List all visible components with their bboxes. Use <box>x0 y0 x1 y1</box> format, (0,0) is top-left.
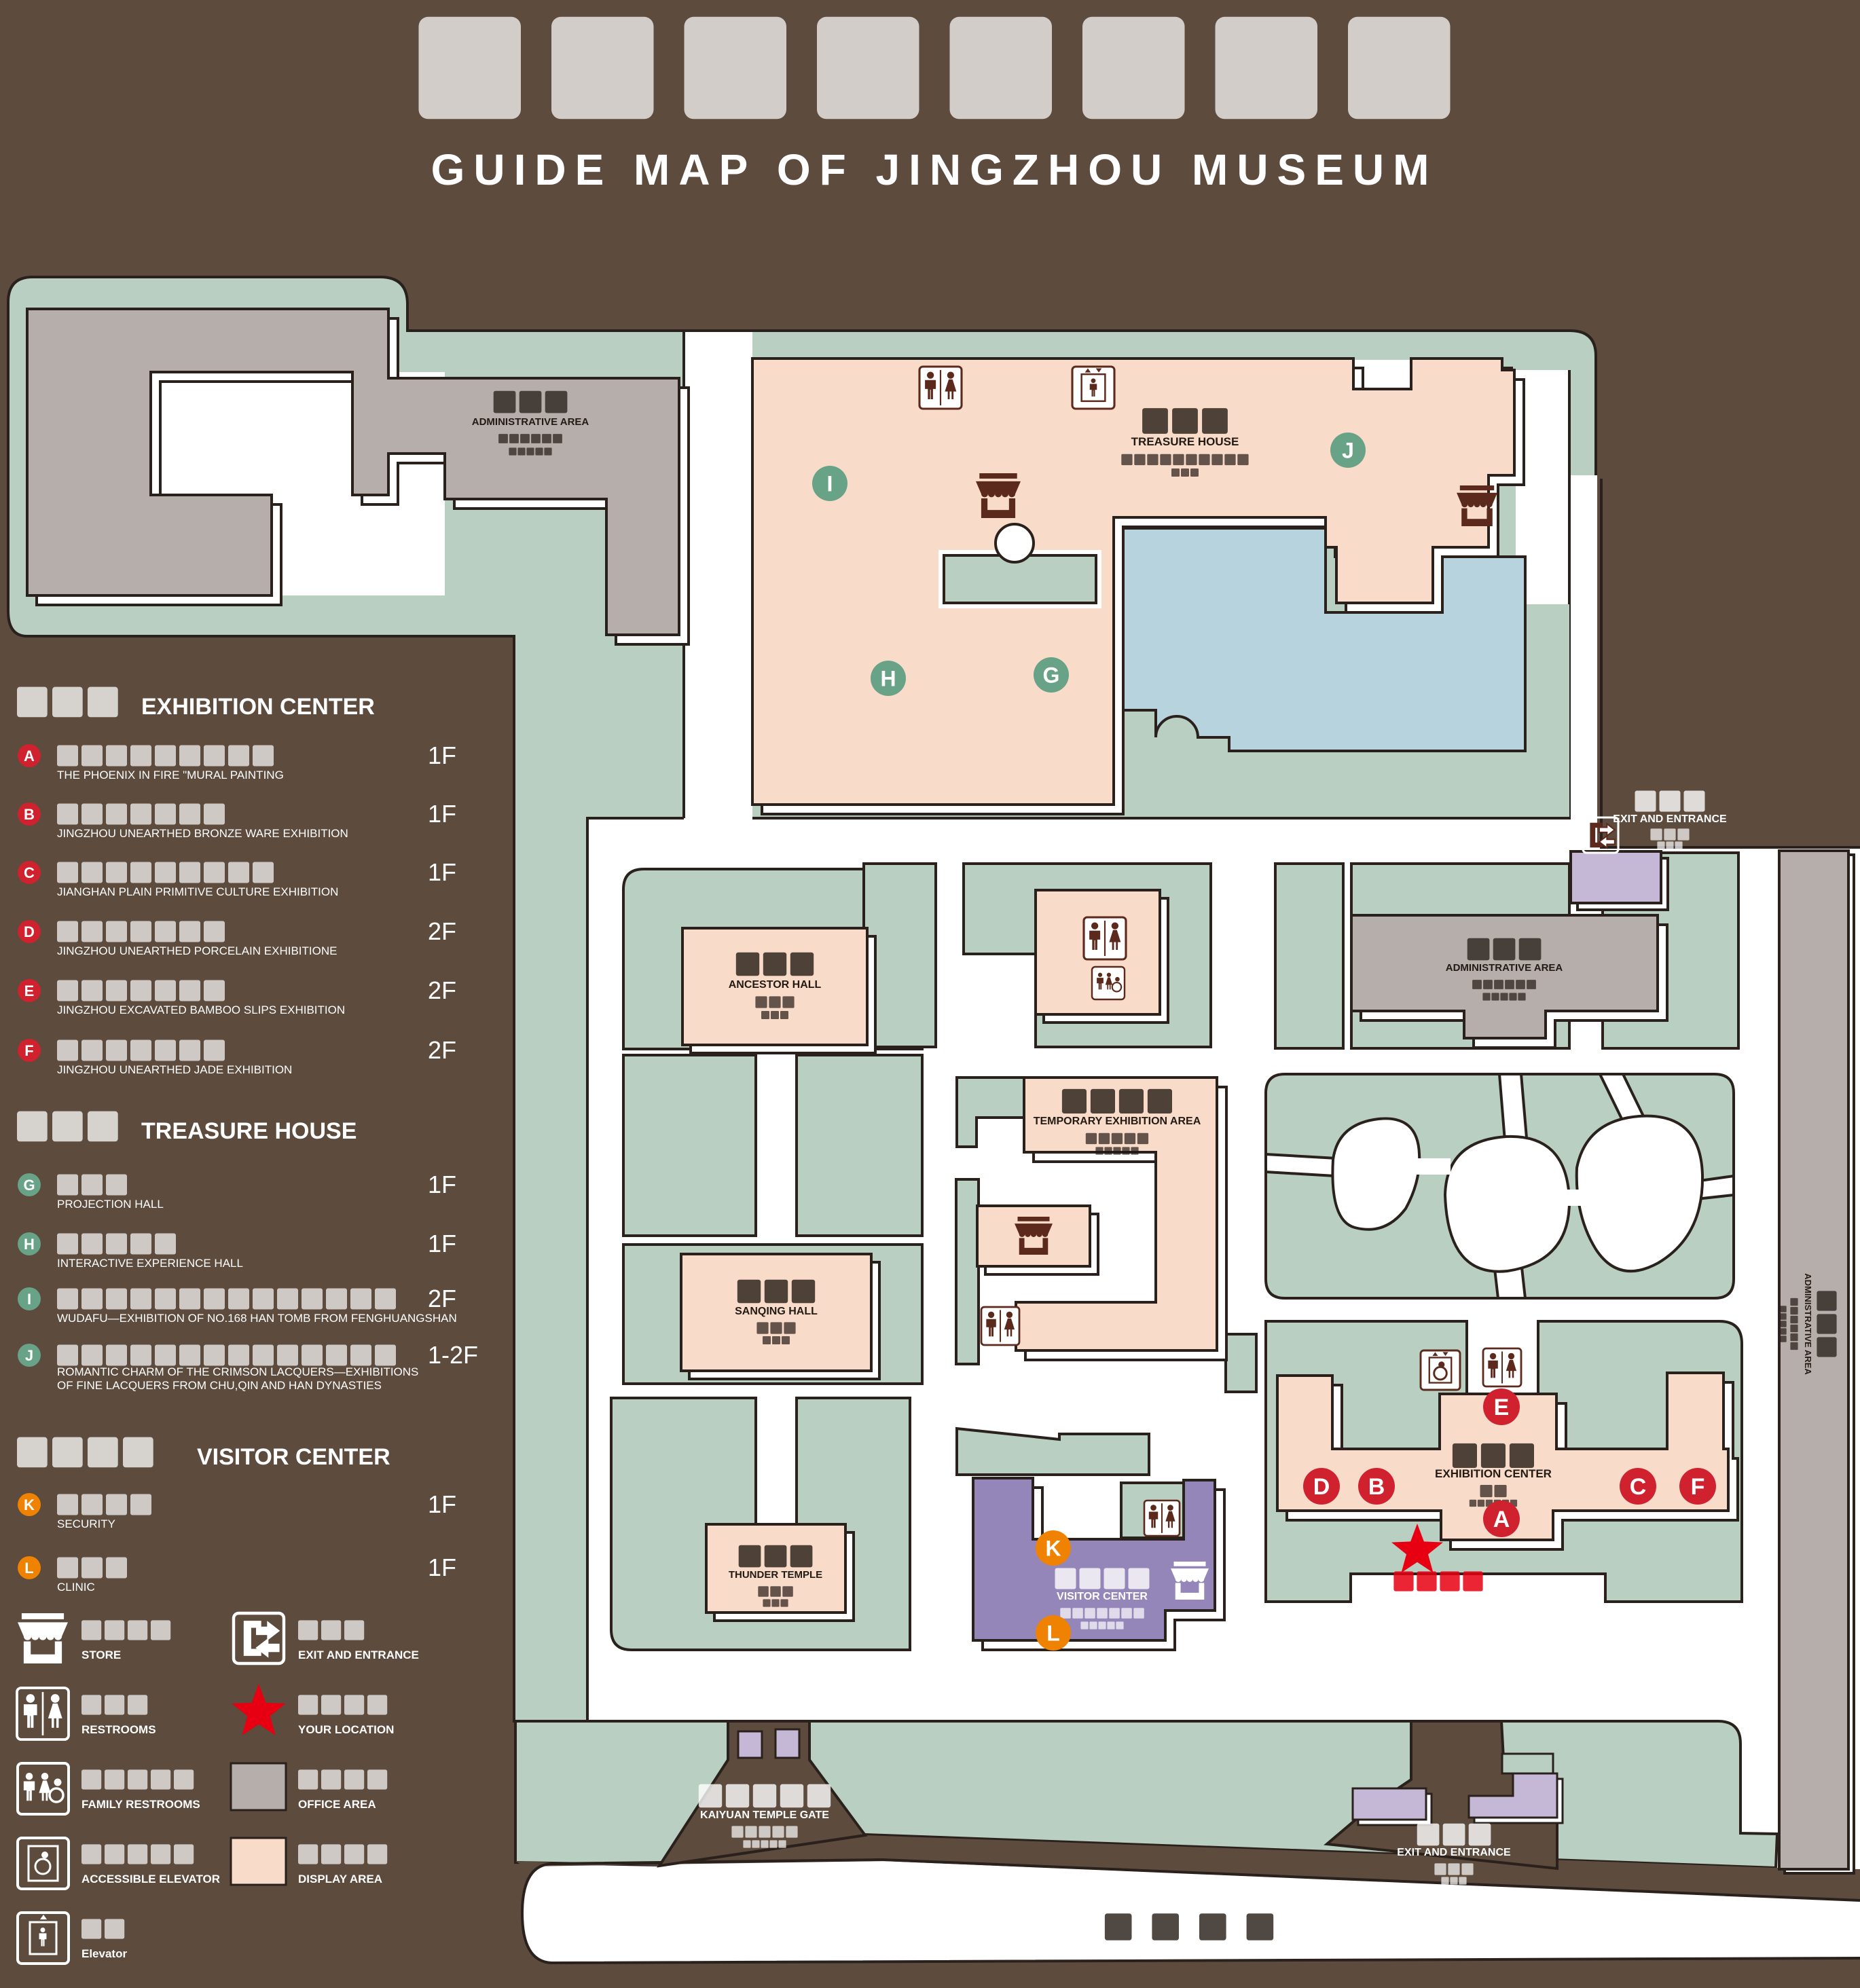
svg-text:ROMANTIC CHARM OF THE CRIMSON: ROMANTIC CHARM OF THE CRIMSON LACQUERS—E… <box>57 1365 418 1378</box>
svg-text:A: A <box>24 748 35 765</box>
svg-text:B: B <box>1368 1474 1385 1500</box>
svg-text:G: G <box>23 1177 35 1194</box>
svg-text:L: L <box>1046 1621 1060 1646</box>
svg-text:B: B <box>24 806 35 823</box>
svg-text:THUNDER TEMPLE: THUNDER TEMPLE <box>729 1569 822 1581</box>
svg-text:J: J <box>1342 439 1354 463</box>
svg-text:G: G <box>1043 663 1060 688</box>
svg-text:H: H <box>24 1236 35 1253</box>
svg-text:TEMPORARY EXHIBITION AREA: TEMPORARY EXHIBITION AREA <box>1034 1116 1201 1127</box>
svg-text:CLINIC: CLINIC <box>57 1581 95 1594</box>
svg-text:EXHIBITION CENTER: EXHIBITION CENTER <box>1435 1467 1552 1480</box>
svg-text:TREASURE HOUSE: TREASURE HOUSE <box>141 1118 357 1144</box>
svg-text:FAMILY RESTROOMS: FAMILY RESTROOMS <box>81 1798 200 1811</box>
svg-text:H: H <box>880 667 896 691</box>
svg-text:JINGZHOU UNEARTHED JADE EXHIBI: JINGZHOU UNEARTHED JADE EXHIBITION <box>57 1063 292 1076</box>
svg-text:1-2F: 1-2F <box>428 1341 478 1369</box>
svg-text:SECURITY: SECURITY <box>57 1517 115 1530</box>
svg-text:EXIT AND ENTRANCE: EXIT AND ENTRANCE <box>1397 1847 1511 1858</box>
svg-text:OFFICE AREA: OFFICE AREA <box>298 1798 376 1811</box>
svg-text:JINGZHOU UNEARTHED PORCELAIN E: JINGZHOU UNEARTHED PORCELAIN EXHIBITIONE <box>57 944 337 957</box>
svg-text:1F: 1F <box>428 741 456 769</box>
svg-text:TREASURE HOUSE: TREASURE HOUSE <box>1131 435 1239 448</box>
svg-text:PROJECTION HALL: PROJECTION HALL <box>57 1198 164 1211</box>
svg-text:I: I <box>27 1291 31 1308</box>
svg-text:2F: 2F <box>428 1285 456 1312</box>
svg-text:GUIDE MAP OF JINGZHOU MUSEUM: GUIDE MAP OF JINGZHOU MUSEUM <box>431 145 1438 194</box>
svg-text:1F: 1F <box>428 1171 456 1198</box>
svg-text:OF FINE LACQUERS FROM CHU,QIN: OF FINE LACQUERS FROM CHU,QIN AND HAN DY… <box>57 1379 382 1392</box>
svg-text:JINGZHOU UNEARTHED BRONZE WARE: JINGZHOU UNEARTHED BRONZE WARE EXHIBITIO… <box>57 827 348 840</box>
svg-text:ADMINISTRATIVE AREA: ADMINISTRATIVE AREA <box>472 416 589 428</box>
svg-text:E: E <box>1494 1395 1510 1420</box>
svg-text:K: K <box>1045 1536 1061 1561</box>
svg-text:1F: 1F <box>428 1230 456 1257</box>
svg-text:YOUR LOCATION: YOUR LOCATION <box>298 1723 394 1736</box>
svg-text:INTERACTIVE EXPERIENCE HALL: INTERACTIVE EXPERIENCE HALL <box>57 1257 243 1270</box>
svg-text:ACCESSIBLE ELEVATOR: ACCESSIBLE ELEVATOR <box>81 1873 220 1885</box>
svg-text:THE PHOENIX IN FIRE "MURAL PAI: THE PHOENIX IN FIRE "MURAL PAINTING <box>57 769 284 781</box>
svg-text:EXHIBITION CENTER: EXHIBITION CENTER <box>141 694 375 720</box>
svg-text:A: A <box>1493 1507 1510 1532</box>
svg-text:1F: 1F <box>428 1490 456 1518</box>
svg-text:STORE: STORE <box>81 1649 121 1661</box>
svg-text:EXIT AND ENTRANCE: EXIT AND ENTRANCE <box>1613 813 1727 825</box>
svg-text:VISITOR CENTER: VISITOR CENTER <box>1057 1591 1148 1602</box>
svg-text:JINGZHOU EXCAVATED BAMBOO SLIP: JINGZHOU EXCAVATED BAMBOO SLIPS EXHIBITI… <box>57 1004 345 1016</box>
svg-text:KAIYUAN TEMPLE GATE: KAIYUAN TEMPLE GATE <box>700 1809 829 1821</box>
svg-text:RESTROOMS: RESTROOMS <box>81 1723 156 1736</box>
svg-text:2F: 2F <box>428 1036 456 1064</box>
svg-text:D: D <box>24 923 35 940</box>
svg-text:I: I <box>827 472 833 496</box>
svg-text:L: L <box>24 1560 33 1577</box>
svg-text:D: D <box>1313 1474 1330 1500</box>
svg-text:2F: 2F <box>428 917 456 945</box>
svg-text:C: C <box>1630 1474 1647 1500</box>
svg-text:J: J <box>25 1347 33 1364</box>
svg-text:2F: 2F <box>428 976 456 1004</box>
svg-text:ADMINISTRATIVE AREA: ADMINISTRATIVE AREA <box>1446 962 1563 974</box>
svg-text:SANQING HALL: SANQING HALL <box>735 1306 818 1317</box>
svg-text:E: E <box>24 982 35 999</box>
svg-text:K: K <box>24 1496 35 1513</box>
svg-text:VISITOR CENTER: VISITOR CENTER <box>197 1444 390 1470</box>
svg-text:1F: 1F <box>428 800 456 828</box>
svg-text:JIANGHAN PLAIN PRIMITIVE CULTU: JIANGHAN PLAIN PRIMITIVE CULTURE EXHIBIT… <box>57 885 338 898</box>
svg-text:ADMINISTRATIVE AREA: ADMINISTRATIVE AREA <box>1803 1273 1813 1375</box>
svg-text:F: F <box>1691 1474 1705 1500</box>
svg-text:WUDAFU—EXHIBITION OF NO.168 HA: WUDAFU—EXHIBITION OF NO.168 HAN TOMB FRO… <box>57 1312 457 1325</box>
svg-text:F: F <box>24 1042 33 1059</box>
svg-text:EXIT AND ENTRANCE: EXIT AND ENTRANCE <box>298 1649 419 1661</box>
svg-text:ANCESTOR HALL: ANCESTOR HALL <box>729 979 822 991</box>
svg-text:1F: 1F <box>428 1553 456 1581</box>
svg-text:1F: 1F <box>428 858 456 886</box>
svg-text:C: C <box>24 864 35 881</box>
svg-text:DISPLAY AREA: DISPLAY AREA <box>298 1873 382 1885</box>
svg-text:Elevator: Elevator <box>81 1947 127 1960</box>
